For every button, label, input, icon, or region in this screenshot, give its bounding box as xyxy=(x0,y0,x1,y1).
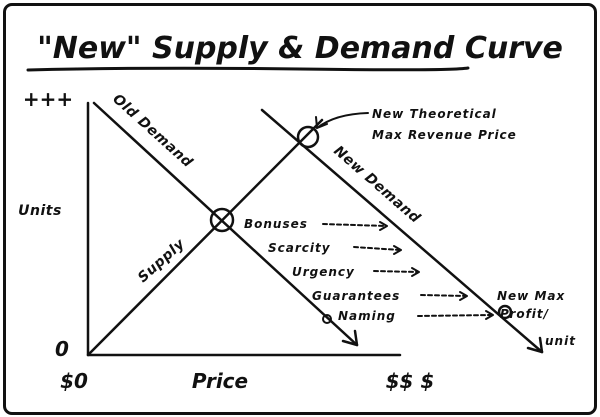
new-max-profit-circle xyxy=(497,304,513,320)
max-profit-annotation-line3: unit xyxy=(545,334,576,348)
x-axis-label: Price xyxy=(192,369,248,393)
max-profit-annotation-line2: Profit/ xyxy=(500,307,550,321)
new-theoretical-circle xyxy=(296,125,320,149)
x-axis-end-label: $$ $ xyxy=(386,369,435,393)
theoretical-annotation-line2: Max Revenue Price xyxy=(372,128,517,142)
max-profit-annotation-line1: New Max xyxy=(497,289,565,303)
arrow-label-urgency: Urgency xyxy=(292,265,355,279)
diagram-frame xyxy=(3,3,597,415)
new-demand-arrowhead xyxy=(526,336,544,354)
arrow-label-bonuses: Bonuses xyxy=(244,217,308,231)
diagram-title: "New" Supply & Demand Curve xyxy=(37,31,563,66)
new-demand-line xyxy=(260,108,544,354)
scarcity-arrow xyxy=(353,246,401,251)
arrow-label-guarantees: Guarantees xyxy=(312,289,400,303)
urgency-arrow xyxy=(373,270,419,273)
theoretical-annotation-line1: New Theoretical xyxy=(372,107,497,121)
new-demand-label: New Demand xyxy=(330,143,423,227)
supply-line xyxy=(86,118,324,357)
title-underline xyxy=(26,66,470,72)
old-demand-line xyxy=(92,101,359,347)
bonuses-arrow xyxy=(322,223,387,227)
x-axis-start-label: $0 xyxy=(60,369,88,393)
arrow-label-scarcity: Scarcity xyxy=(268,241,331,255)
arrow-label-naming: Naming xyxy=(338,309,396,323)
scarcity-arrowhead xyxy=(393,245,402,255)
y-axis-top-label: +++ xyxy=(23,87,73,111)
naming-arrow xyxy=(417,314,493,317)
guarantees-arrowhead xyxy=(459,291,468,301)
urgency-arrowhead xyxy=(411,267,420,277)
guarantees-arrow xyxy=(420,294,467,297)
y-axis-label: Units xyxy=(18,203,62,219)
old-equilibrium-circle xyxy=(209,207,235,233)
bonuses-arrowhead xyxy=(379,221,388,231)
naming-bullet xyxy=(322,314,332,324)
naming-arrowhead xyxy=(485,310,494,320)
old-demand-label: Old Demand xyxy=(109,91,196,171)
old-demand-arrowhead xyxy=(341,329,359,347)
origin-label: 0 xyxy=(55,337,69,361)
theoretical-pointer-arrowhead xyxy=(315,116,328,129)
